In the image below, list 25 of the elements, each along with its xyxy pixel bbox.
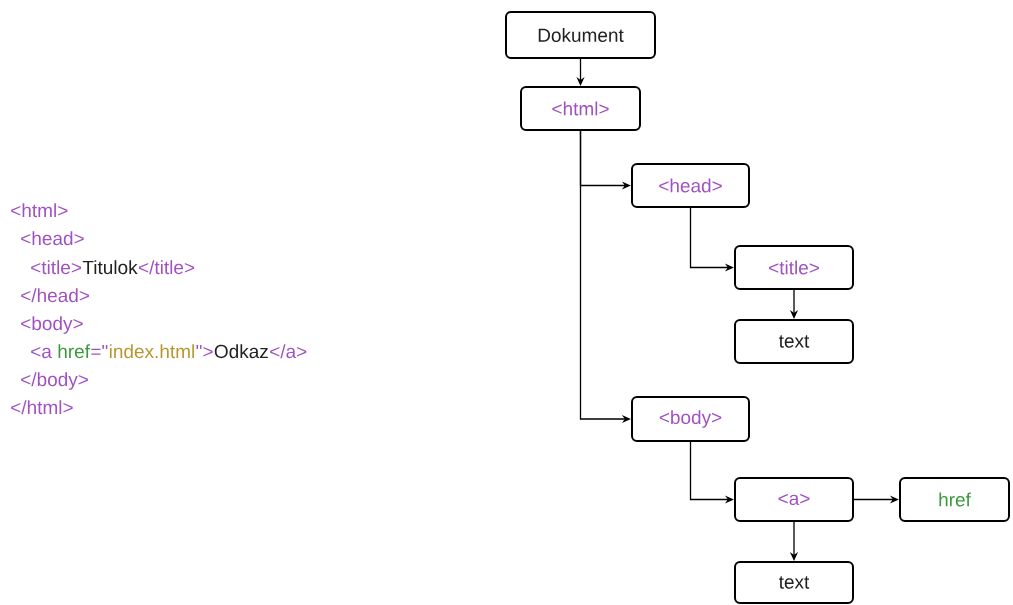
tree-node-box: href [899, 477, 1010, 522]
code-token: </a> [270, 344, 307, 359]
code-token: index.html [109, 344, 194, 359]
code-token: =" [91, 344, 108, 355]
code-token: <html> [11, 203, 68, 218]
code-token: <head> [21, 231, 84, 246]
tree-node-box: <head> [631, 163, 750, 208]
tree-node-box: <html> [520, 86, 641, 131]
code-token: <title> [31, 260, 82, 275]
code-token: </title> [138, 260, 195, 275]
code-token: <body> [21, 316, 83, 334]
code-token: </head> [21, 288, 89, 303]
tree-node-box: <a> [734, 477, 854, 522]
code-token: Titulok [82, 260, 138, 275]
tree-node-box: text [734, 319, 854, 364]
code-token: Odkaz [214, 344, 268, 359]
tree-node-box: <body> [631, 396, 750, 442]
code-token: </body> [21, 372, 88, 390]
tree-node-box: text [734, 561, 854, 604]
tree-node-box: <title> [734, 245, 854, 290]
tree-node-box: Dokument [505, 11, 656, 59]
code-token: <a [31, 346, 52, 359]
code-token: href [58, 344, 91, 359]
code-token: </html> [11, 400, 73, 415]
code-token: "> [196, 344, 213, 357]
